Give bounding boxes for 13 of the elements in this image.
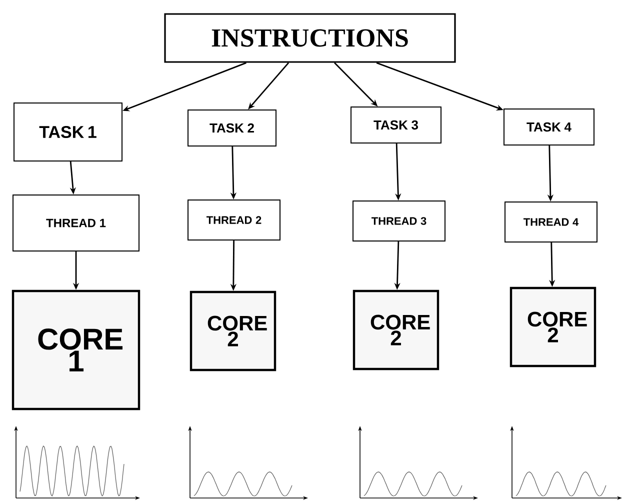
title-box: INSTRUCTIONS xyxy=(164,13,456,63)
core-box: CORE 2 xyxy=(190,290,276,372)
task-box: TASK 3 xyxy=(350,106,442,144)
task-box: TASK 1 xyxy=(14,102,122,162)
thread-box: THREAD 1 xyxy=(12,194,140,252)
core-box: CORE 1 xyxy=(12,290,140,410)
task-box: TASK 4 xyxy=(504,108,594,146)
thread-box: THREAD 2 xyxy=(188,200,280,240)
core-box: CORE 2 xyxy=(352,290,440,370)
thread-box: THREAD 3 xyxy=(352,200,446,242)
task-box: TASK 2 xyxy=(188,110,276,146)
thread-box: THREAD 4 xyxy=(504,202,598,242)
core-box: CORE 2 xyxy=(510,286,596,368)
